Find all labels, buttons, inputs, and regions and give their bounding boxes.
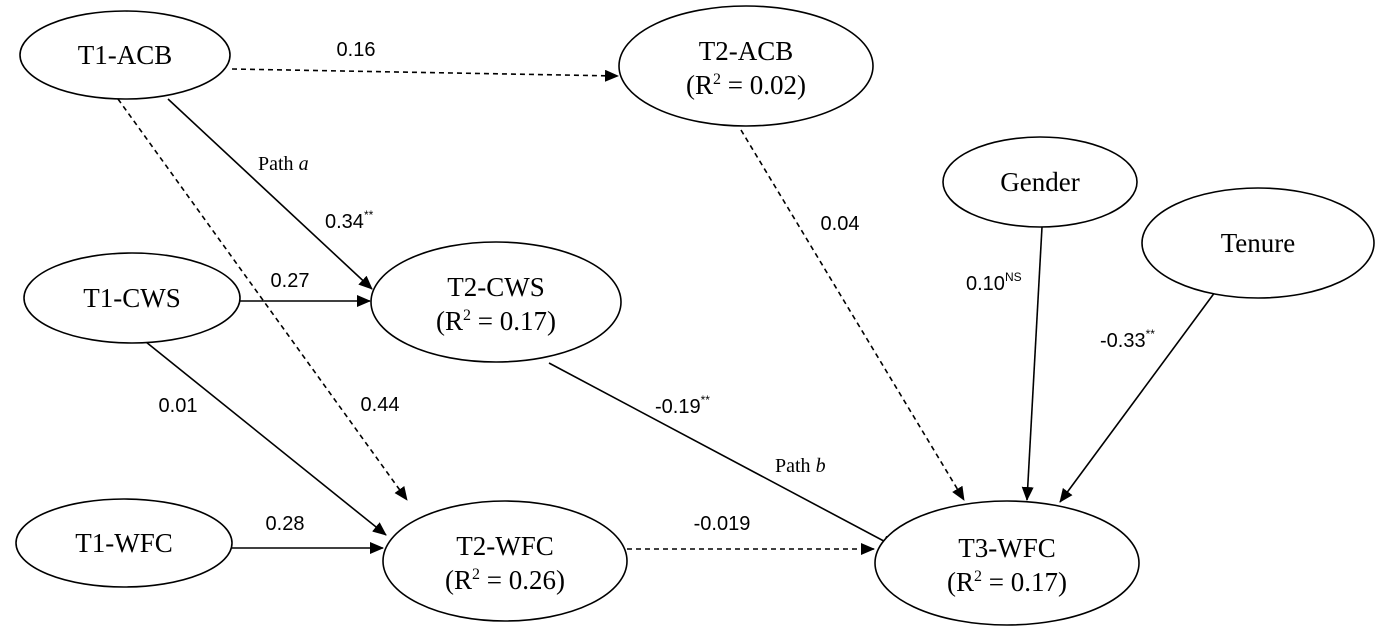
- node-t1-cws: T1-CWS: [23, 252, 241, 344]
- node-t3-wfc: T3-WFC (R2 = 0.17): [874, 500, 1140, 626]
- node-ellipse-tenure: [1141, 187, 1375, 299]
- node-ellipse-t1-cws: [23, 252, 241, 344]
- node-t2-cws: T2-CWS (R2 = 0.17): [370, 241, 622, 363]
- path-coefficient-t2wfc-t3wfc: -0.019: [694, 513, 751, 535]
- node-ellipse-t3-wfc: [874, 500, 1140, 626]
- node-t1-wfc: T1-WFC: [15, 498, 233, 588]
- path-arrow-t1acb-t2acb: [231, 68, 619, 82]
- path-coefficient-t1acb-t2wfc: 0.44: [361, 394, 400, 416]
- node-r2-t2-acb: (R2 = 0.02): [686, 70, 806, 100]
- path-arrow-tenure-t3wfc: [1059, 287, 1219, 503]
- path-coefficient-t1wfc-t2wfc: 0.28: [266, 513, 305, 535]
- node-ellipse-t1-wfc: [15, 498, 233, 588]
- node-tenure: Tenure: [1141, 187, 1375, 299]
- node-ellipse-t2-acb: [618, 5, 874, 127]
- node-title-t2-cws: T2-CWS: [447, 272, 545, 302]
- node-r2-t3-wfc: (R2 = 0.17): [947, 567, 1067, 597]
- node-t1-acb: T1-ACB: [19, 10, 231, 100]
- node-ellipse-t2-wfc: [382, 500, 628, 622]
- node-title-t2-acb: T2-ACB: [699, 36, 794, 66]
- node-title-t1-cws: T1-CWS: [83, 283, 181, 313]
- node-title-t3-wfc: T3-WFC: [958, 533, 1056, 563]
- path-arrow-t2acb-t3wfc: [740, 129, 965, 501]
- path-arrow-gender-t3wfc: [1021, 226, 1043, 501]
- node-t2-wfc: T2-WFC (R2 = 0.26): [382, 500, 628, 622]
- path-name-t1acb-t2cws: Path a: [258, 153, 309, 175]
- node-ellipse-t2-cws: [370, 241, 622, 363]
- paths-layer: [117, 68, 1219, 555]
- path-arrow-t1acb-t2cws: [167, 98, 373, 290]
- node-r2-t2-cws: (R2 = 0.17): [436, 306, 556, 336]
- path-coefficient-t1acb-t2cws: 0.34**: [325, 208, 374, 233]
- path-coefficient-t2acb-t3wfc: 0.04: [821, 213, 860, 235]
- node-title-gender: Gender: [1000, 167, 1079, 197]
- node-r2-t2-wfc: (R2 = 0.26): [445, 565, 565, 595]
- path-arrow-t1cws-t2wfc: [145, 341, 387, 536]
- path-arrow-t2cws-t3wfc: [548, 362, 896, 548]
- path-coefficient-t1cws-t2wfc: 0.01: [159, 395, 198, 417]
- labels-layer: 0.16 0.34** Path a 0.44 0.27 0.01 0.28 0.04 -0.1…: [159, 39, 1156, 535]
- path-arrow-t1acb-t2wfc: [117, 98, 408, 501]
- node-t2-acb: T2-ACB (R2 = 0.02): [618, 5, 874, 127]
- node-title-t2-wfc: T2-WFC: [456, 531, 554, 561]
- path-coefficient-tenure-t3wfc: -0.33**: [1100, 327, 1155, 352]
- node-title-t1-acb: T1-ACB: [78, 40, 173, 70]
- node-ellipse-gender: [942, 136, 1138, 228]
- node-gender: Gender: [942, 136, 1138, 228]
- nodes-layer: T1-ACB T1-CWS T1-WFC T2-ACB (R2 = 0.02) T2-CW…: [15, 5, 1375, 626]
- path-coefficient-gender-t3wfc: 0.10NS: [966, 270, 1022, 295]
- path-coefficient-t1acb-t2acb: 0.16: [337, 39, 376, 61]
- node-ellipse-t1-acb: [19, 10, 231, 100]
- node-title-tenure: Tenure: [1221, 228, 1296, 258]
- path-coefficient-t2cws-t3wfc: -0.19**: [655, 393, 710, 418]
- path-coefficient-t1cws-t2cws: 0.27: [271, 270, 310, 292]
- path-name-t2cws-t3wfc: Path b: [775, 455, 826, 477]
- node-title-t1-wfc: T1-WFC: [75, 528, 173, 558]
